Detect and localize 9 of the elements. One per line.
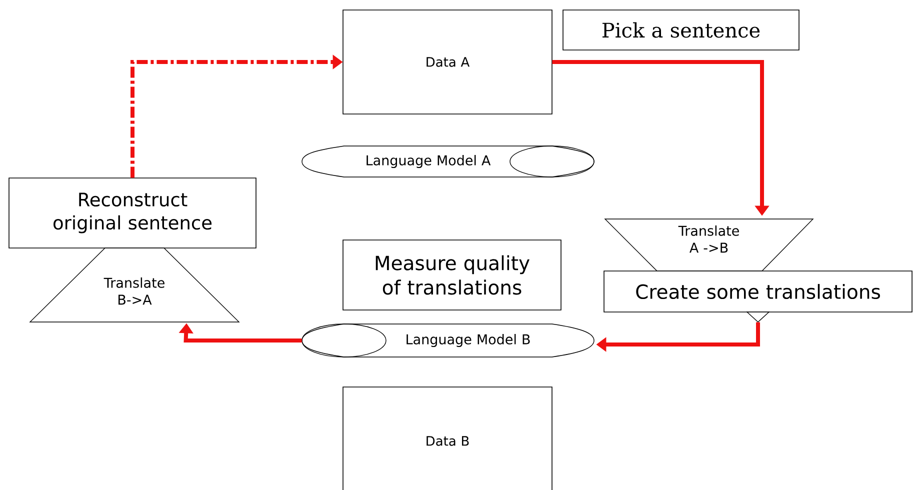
model-capsule: Language Model B: [302, 324, 594, 358]
process-box: Create some translations: [604, 270, 912, 322]
process-box: Pick a sentence: [562, 10, 800, 50]
process-box: Data A: [342, 10, 552, 114]
process-box: Measure quality of translations: [342, 240, 562, 310]
process-box: Reconstruct original sentence: [8, 178, 256, 248]
model-capsule: Language Model A: [302, 146, 594, 178]
process-box: Data B: [342, 386, 552, 490]
node-label: Create some translations: [636, 284, 880, 300]
